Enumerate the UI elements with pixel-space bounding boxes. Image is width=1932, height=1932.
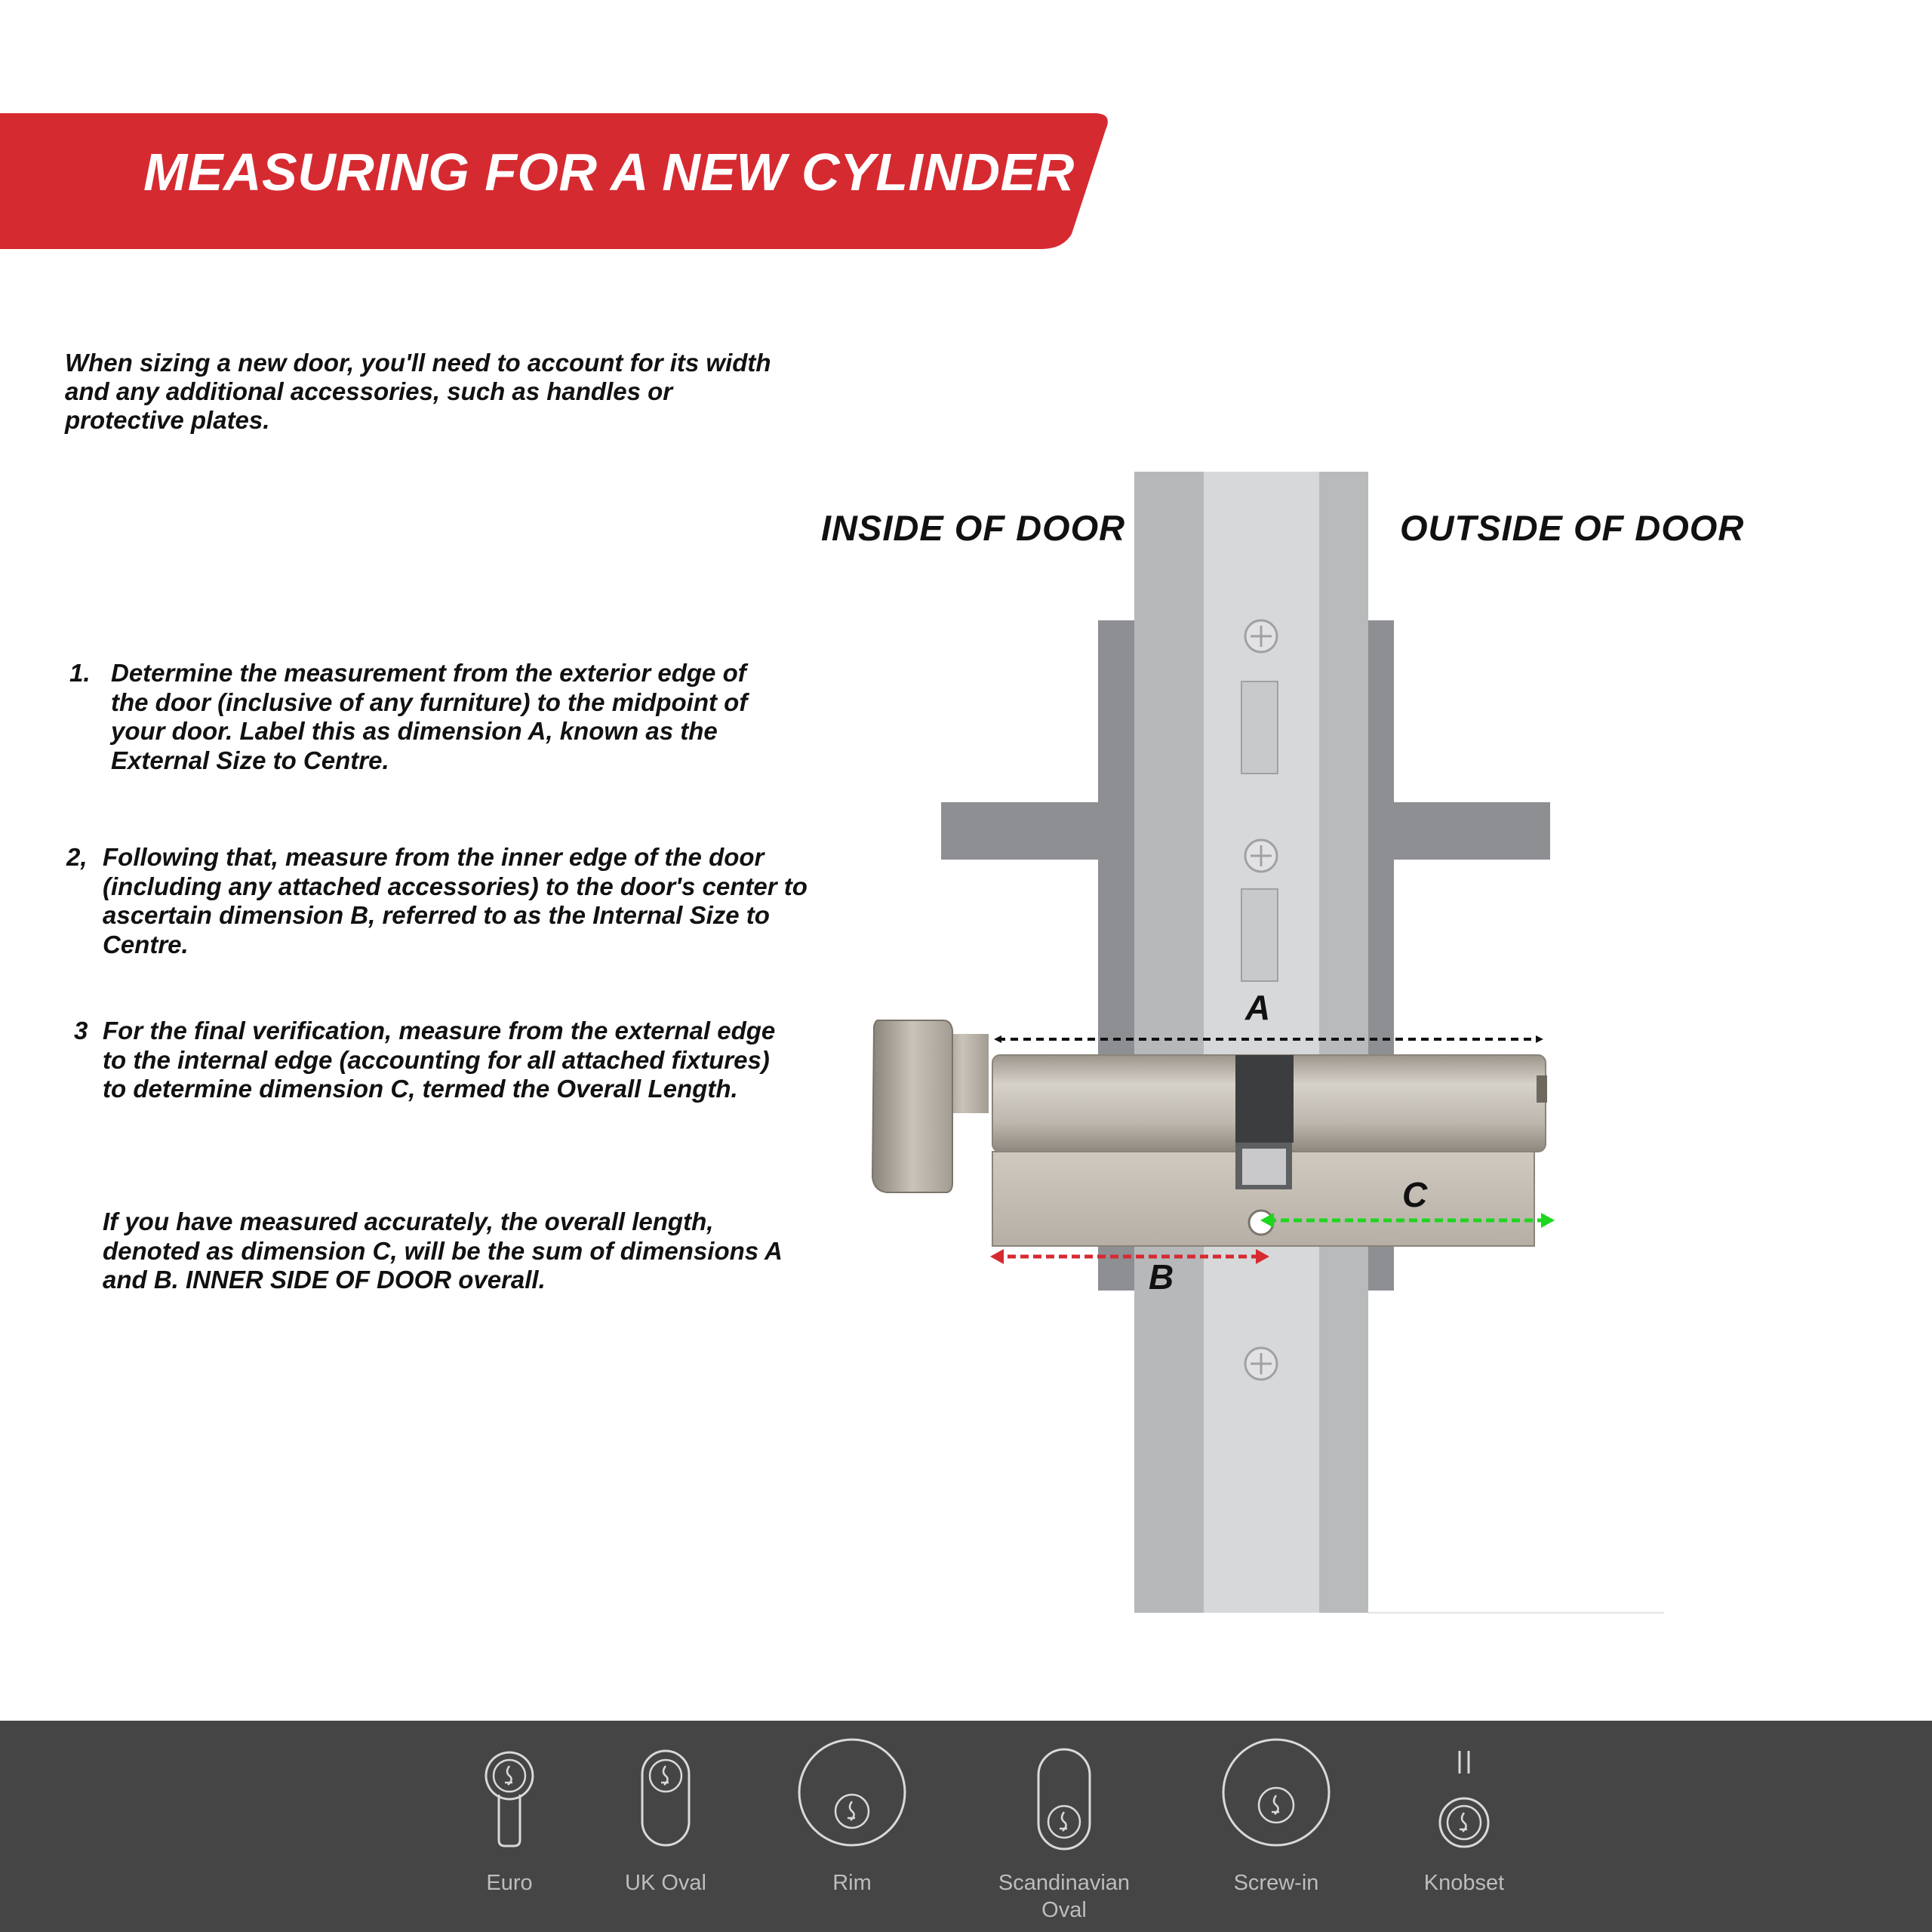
- lock-type-scandinavian-oval: Scandinavian Oval: [974, 1721, 1155, 1932]
- step-3: 3 For the final verification, measure fr…: [74, 1017, 814, 1104]
- page-title: MEASURING FOR A NEW CYLINDER: [143, 143, 1075, 202]
- lock-label-screw-in: Screw-in: [1233, 1871, 1319, 1895]
- step-2-number: 2,: [66, 843, 88, 871]
- intro-text: When sizing a new door, you'll need to a…: [65, 349, 771, 434]
- step-1-text: Determine the measurement from the exter…: [111, 659, 748, 774]
- dimension-b-arrow: [990, 1249, 1269, 1264]
- lock-type-rim: Rim: [761, 1721, 943, 1932]
- uk-oval-lock-icon: [641, 1749, 691, 1847]
- knobset-lock-icon: [1438, 1751, 1490, 1848]
- step-1: 1. Determine the measurement from the ex…: [69, 659, 809, 775]
- lock-type-uk-oval: UK Oval: [575, 1721, 756, 1932]
- lock-type-knobset: Knobset: [1374, 1721, 1555, 1932]
- door-edge: [1134, 472, 1664, 1614]
- euro-cylinder: [871, 1020, 1547, 1247]
- inside-of-door-label: INSIDE OF DOOR: [821, 508, 1126, 548]
- lock-label-knobset: Knobset: [1423, 1871, 1505, 1895]
- dimension-b-label: B: [1149, 1257, 1174, 1297]
- lock-label-uk-oval: UK Oval: [625, 1871, 706, 1895]
- dimension-a-label: A: [1245, 988, 1271, 1027]
- lock-types-footer: Euro UK Oval Rim Scandinavian Oval S: [0, 1721, 1932, 1932]
- step-2: 2, Following that, measure from the inne…: [66, 843, 814, 959]
- step-3-text: For the final verification, measure from…: [103, 1017, 776, 1103]
- lock-label-rim: Rim: [832, 1871, 872, 1895]
- rim-lock-icon: [798, 1738, 906, 1847]
- step-2-text: Following that, measure from the inner e…: [103, 843, 808, 958]
- faceplate-screws: [1241, 619, 1278, 1381]
- summary-note-text: If you have measured accurately, the ove…: [103, 1208, 782, 1294]
- lock-type-screw-in: Screw-in: [1186, 1721, 1367, 1932]
- outside-of-door-label: OUTSIDE OF DOOR: [1400, 508, 1745, 548]
- step-3-number: 3: [74, 1017, 88, 1044]
- euro-lock-icon: [485, 1751, 534, 1847]
- step-1-number: 1.: [69, 659, 91, 687]
- scandinavian-oval-lock-icon: [1037, 1748, 1091, 1850]
- dimension-c-label: C: [1402, 1175, 1428, 1214]
- lock-type-euro: Euro: [419, 1721, 600, 1932]
- screw-in-lock-icon: [1222, 1738, 1331, 1847]
- lock-label-scandinavian-oval: Scandinavian Oval: [998, 1871, 1131, 1922]
- dimension-c-arrow: [1260, 1213, 1555, 1228]
- summary-note: If you have measured accurately, the ove…: [103, 1208, 797, 1295]
- lock-label-euro: Euro: [486, 1871, 533, 1895]
